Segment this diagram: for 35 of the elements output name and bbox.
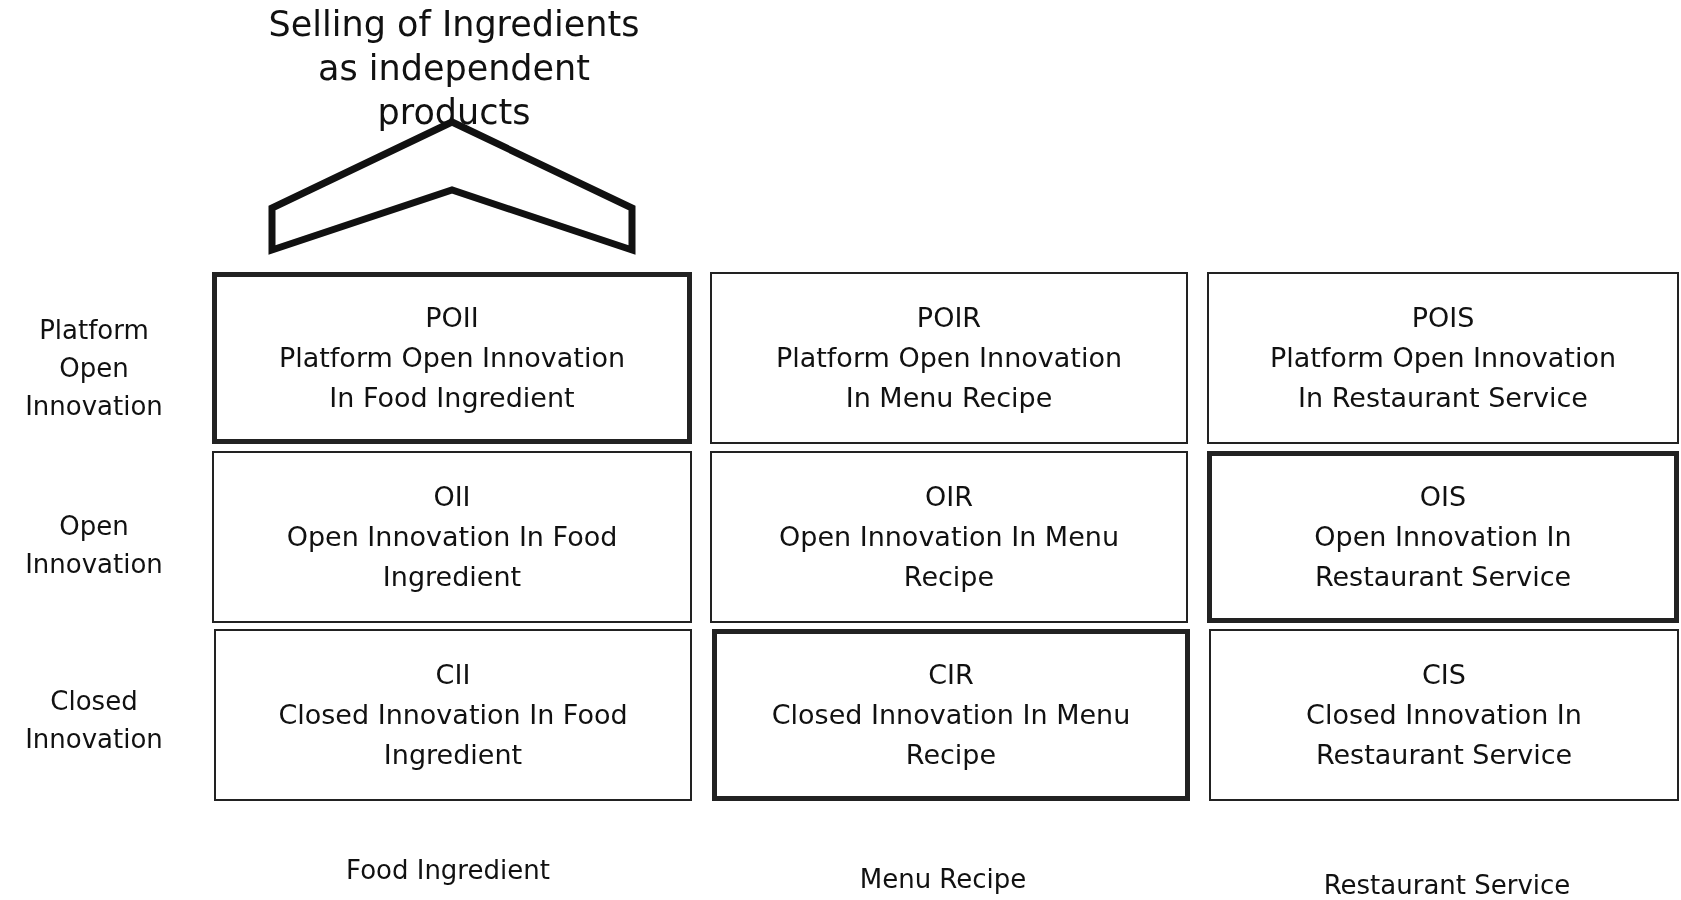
cell-description: Open Innovation In Restaurant Service [1313, 520, 1573, 594]
cell-code: CIS [1422, 658, 1466, 692]
cell-code: POII [425, 301, 479, 335]
column-label: Restaurant Service [1322, 869, 1572, 900]
matrix-cell [212, 272, 692, 444]
cell-code: CII [435, 658, 471, 692]
matrix-cell [212, 451, 692, 623]
cell-description: Open Innovation In Menu Recipe [778, 520, 1120, 594]
cell-description: Platform Open Innovation In Menu Recipe [774, 341, 1124, 415]
cell-description: Closed Innovation In Food Ingredient [277, 698, 629, 772]
matrix-cell [710, 272, 1188, 444]
matrix-cell [1207, 451, 1679, 623]
cell-description: Platform Open Innovation In Food Ingredient [277, 341, 627, 415]
row-label: Open Innovation [24, 510, 164, 581]
matrix-cell [1209, 629, 1679, 801]
cell-code: POIS [1411, 301, 1475, 335]
cell-description: Platform Open Innovation In Restaurant Service [1268, 341, 1618, 415]
matrix-cell [214, 629, 692, 801]
column-label: Menu Recipe [858, 863, 1028, 896]
cell-code: OIS [1419, 480, 1467, 514]
cell-code: POIR [916, 301, 982, 335]
matrix-cell [1207, 272, 1679, 444]
cell-description: Closed Innovation In Restaurant Service [1305, 698, 1583, 772]
cell-code: OIR [925, 480, 973, 514]
cell-code: CIR [928, 658, 974, 692]
matrix-cell [712, 629, 1190, 801]
row-label: Closed Innovation [24, 685, 164, 756]
matrix-cell [710, 451, 1188, 623]
column-label: Food Ingredient [345, 854, 551, 887]
heading-text: Selling of Ingredients as independent products [267, 3, 641, 134]
cell-description: Closed Innovation In Menu Recipe [771, 698, 1131, 772]
cell-code: OII [433, 480, 471, 514]
cell-description: Open Innovation In Food Ingredient [285, 520, 619, 594]
row-label: Platform Open Innovation [24, 314, 164, 423]
chevron-arrow [268, 118, 636, 255]
